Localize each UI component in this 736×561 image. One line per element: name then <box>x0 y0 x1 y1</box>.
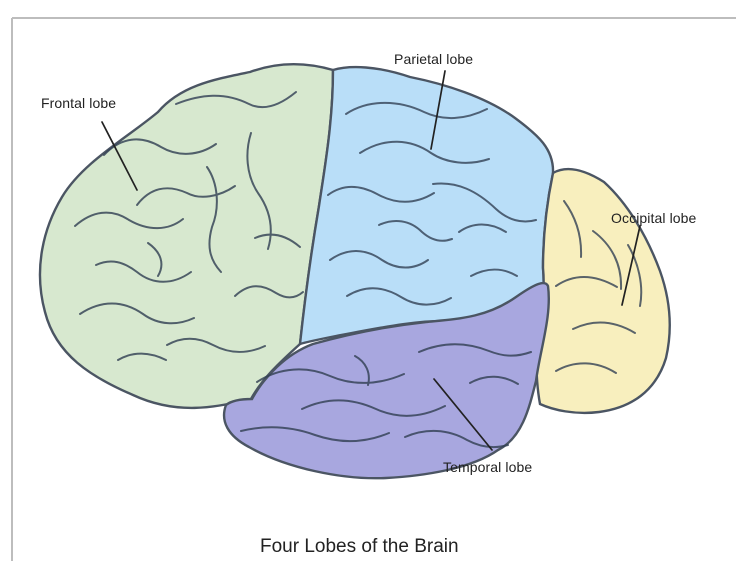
occipital-lobe-region <box>536 169 669 413</box>
diagram-caption: Four Lobes of the Brain <box>260 537 459 556</box>
parietal-lobe-label: Parietal lobe <box>394 52 473 66</box>
occipital-lobe-label: Occipital lobe <box>611 211 696 225</box>
temporal-lobe-label: Temporal lobe <box>443 460 532 474</box>
frontal-lobe-label: Frontal lobe <box>41 96 116 110</box>
